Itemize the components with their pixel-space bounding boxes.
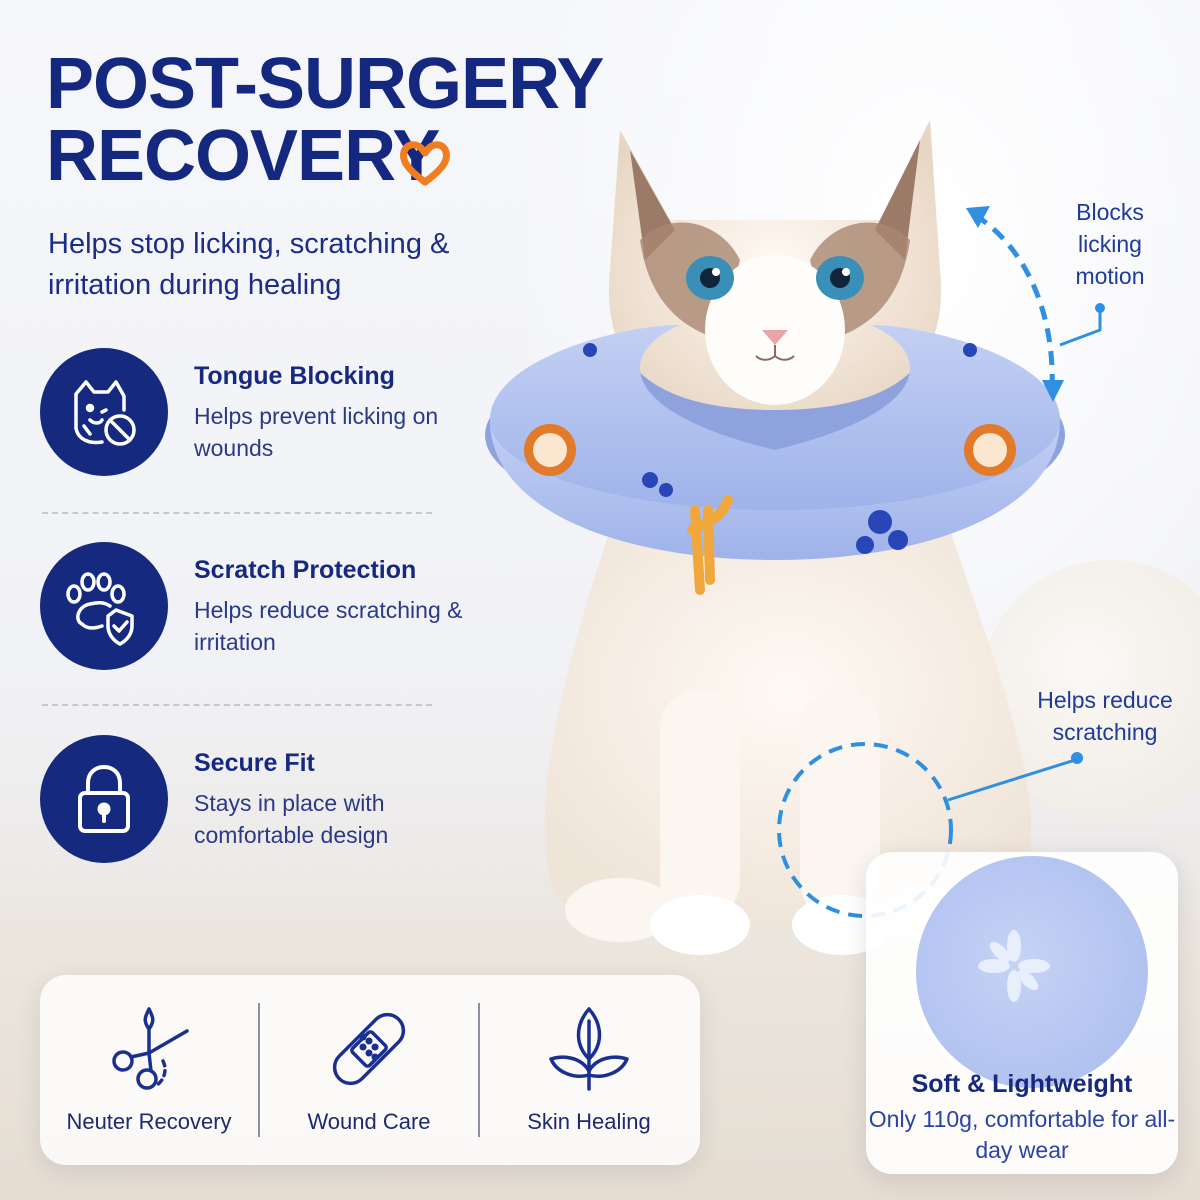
feature-title: Secure Fit: [194, 749, 315, 777]
scissors-icon: [112, 1007, 189, 1090]
feature-title: Scratch Protection: [194, 556, 417, 584]
feature-title: Tongue Blocking: [194, 362, 395, 390]
flower-pattern-icon: [978, 930, 1050, 1002]
use-label: Skin Healing: [527, 1109, 651, 1134]
callout-reduce-scratching: Helps reduce scratching: [1037, 687, 1173, 745]
use-wound-care: Wound Care: [260, 975, 478, 1165]
feature-desc: Helps reduce scratching & irritation: [194, 597, 463, 655]
feature-secure-fit: Secure Fit Stays in place with comfortab…: [40, 735, 460, 875]
soft-lightweight-card: Soft & Lightweight Only 110g, comfortabl…: [866, 852, 1178, 1174]
callout-blocks-licking: Blocks licking motion: [1075, 199, 1145, 289]
cat-no-lick-icon: [74, 380, 136, 446]
use-cases-card: Neuter Recovery Wound Care Skin Healing: [40, 975, 700, 1165]
feature-scratch-protection: Scratch Protection Helps reduce scratchi…: [40, 542, 462, 682]
heart-icon: [400, 141, 450, 186]
fabric-closeup: [912, 852, 1152, 1092]
use-skin-healing: Skin Healing: [480, 975, 698, 1165]
bandage-icon: [332, 1012, 406, 1086]
feature-desc: Stays in place with comfortable design: [194, 790, 389, 848]
use-separator: [258, 1003, 260, 1137]
cat-with-collar-illustration: [485, 120, 1065, 955]
use-label: Neuter Recovery: [66, 1109, 232, 1134]
subtitle: Helps stop licking, scratching & irritat…: [48, 228, 450, 301]
title-line-1: POST-SURGERY: [46, 44, 604, 124]
feature-tongue-blocking: Tongue Blocking Helps prevent licking on…: [40, 348, 460, 488]
page-title: POST-SURGERY RECOVERY: [46, 44, 604, 196]
paw-shield-icon: [66, 572, 134, 646]
feature-icon-badge: [40, 735, 168, 863]
feature-divider: [42, 704, 432, 706]
soft-card-title: Soft & Lightweight: [911, 1070, 1133, 1098]
use-separator: [478, 1003, 480, 1137]
lock-icon: [78, 765, 130, 833]
feature-icon-badge: [40, 348, 168, 476]
use-label: Wound Care: [307, 1109, 431, 1134]
feature-icon-badge: [40, 542, 168, 670]
feature-desc: Helps prevent licking on wounds: [194, 403, 439, 461]
feature-divider: [42, 512, 432, 514]
soft-card-desc: Only 110g, comfortable for all-day wear: [868, 1106, 1176, 1163]
title-line-2: RECOVERY: [46, 116, 440, 196]
use-neuter-recovery: Neuter Recovery: [40, 975, 258, 1165]
leaf-icon: [549, 1007, 629, 1091]
